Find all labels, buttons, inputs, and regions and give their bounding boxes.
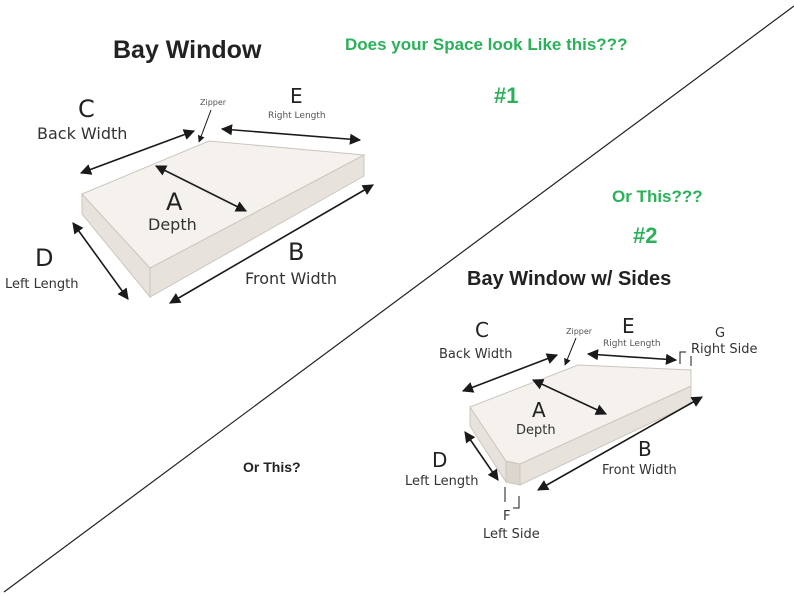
cushion-2-corner-side: [505, 460, 521, 486]
bracket2-left-side-right: [513, 496, 520, 509]
label-a-letter: A: [166, 188, 183, 216]
label-a-text: Depth: [148, 215, 197, 234]
diagram-2-title: Bay Window w/ Sides: [467, 268, 671, 290]
label2-b-letter: B: [638, 437, 652, 461]
arrow2-right-length: [586, 349, 678, 365]
label2-f-text: Left Side: [483, 527, 540, 542]
arrow2-back-width: [461, 353, 559, 393]
arrow-front-width: [169, 184, 374, 304]
diagonal-divider: [3, 5, 794, 593]
arrow2-front-width: [537, 396, 703, 491]
label-c-text: Back Width: [37, 124, 127, 143]
label-c-letter: C: [78, 95, 95, 123]
question-heading: Does your Space look Like this???: [345, 35, 627, 54]
label2-a-letter: A: [532, 398, 546, 422]
label2-e-text: Right Length: [603, 339, 661, 349]
diagram-1-title: Bay Window: [113, 36, 262, 64]
label2-a-text: Depth: [516, 423, 556, 438]
label-b-text: Front Width: [245, 269, 337, 288]
label2-f-letter: F: [503, 509, 510, 524]
label2-d-text: Left Length: [405, 474, 478, 489]
bracket2-right-side-top: [679, 351, 686, 364]
arrow-left-length: [72, 222, 129, 300]
arrow-zipper: [197, 109, 212, 143]
label2-zipper: Zipper: [566, 327, 593, 336]
label2-c-letter: C: [475, 318, 489, 342]
or-this-caption: Or This?: [243, 459, 301, 475]
label-zipper: Zipper: [200, 98, 227, 107]
label-e-text: Right Length: [268, 111, 326, 121]
option-1-label: #1: [494, 83, 518, 108]
label-b-letter: B: [288, 238, 304, 266]
arrow2-zipper: [564, 337, 577, 366]
arrow-right-length: [220, 124, 362, 145]
label2-b-text: Front Width: [602, 463, 677, 478]
arrow-back-width: [79, 129, 196, 175]
label2-c-text: Back Width: [439, 347, 512, 362]
label2-g-letter: G: [715, 326, 725, 341]
label2-g-text: Right Side: [691, 342, 757, 357]
label-d-text: Left Length: [5, 277, 78, 292]
label2-d-letter: D: [432, 448, 447, 472]
label2-e-letter: E: [622, 314, 635, 338]
option-2-label: #2: [633, 223, 657, 248]
label-e-letter: E: [290, 84, 303, 108]
or-this-heading: Or This???: [612, 187, 703, 206]
label-d-letter: D: [35, 244, 53, 272]
arrow2-left-length: [464, 431, 499, 481]
